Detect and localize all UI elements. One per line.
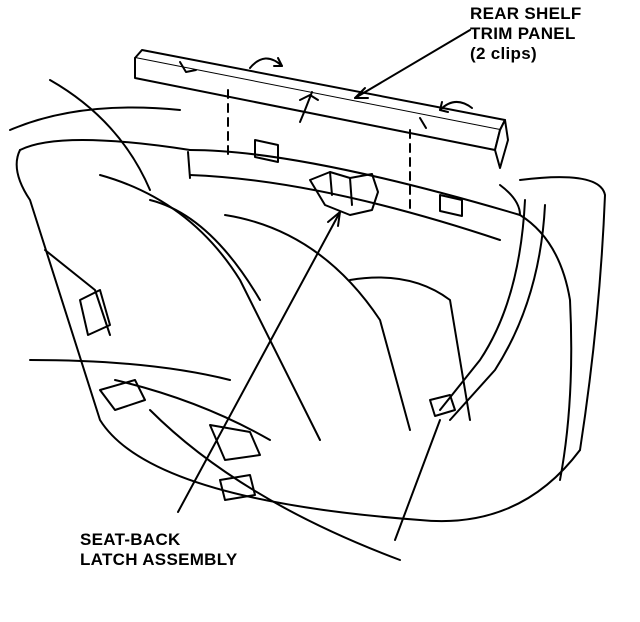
seat-belt bbox=[394, 199, 546, 541]
clip-guides bbox=[227, 89, 411, 211]
clip-arrow-right bbox=[439, 101, 473, 113]
seat-cushion bbox=[9, 79, 401, 561]
rear-shelf-trim-panel-line-2: TRIM PANEL bbox=[470, 24, 576, 43]
seat-back bbox=[15, 139, 606, 523]
seat-back-latch-assembly-line-2: LATCH ASSEMBLY bbox=[80, 550, 238, 569]
rear-shelf-trim-panel-line-1: REAR SHELF bbox=[470, 4, 582, 23]
rear-shelf-base bbox=[187, 139, 521, 241]
rear-shelf-trim-panel bbox=[134, 49, 509, 169]
rear-shelf-trim-panel-label: REAR SHELF TRIM PANEL (2 clips) bbox=[470, 4, 582, 64]
rear-shelf-trim-panel-line-3: (2 clips) bbox=[470, 44, 537, 63]
leader-lines bbox=[177, 29, 471, 513]
clip-arrow-left bbox=[249, 57, 283, 69]
seat-back-latch-assembly-line-1: SEAT-BACK bbox=[80, 530, 181, 549]
seat-back-latch-assembly-label: SEAT-BACK LATCH ASSEMBLY bbox=[80, 530, 238, 570]
